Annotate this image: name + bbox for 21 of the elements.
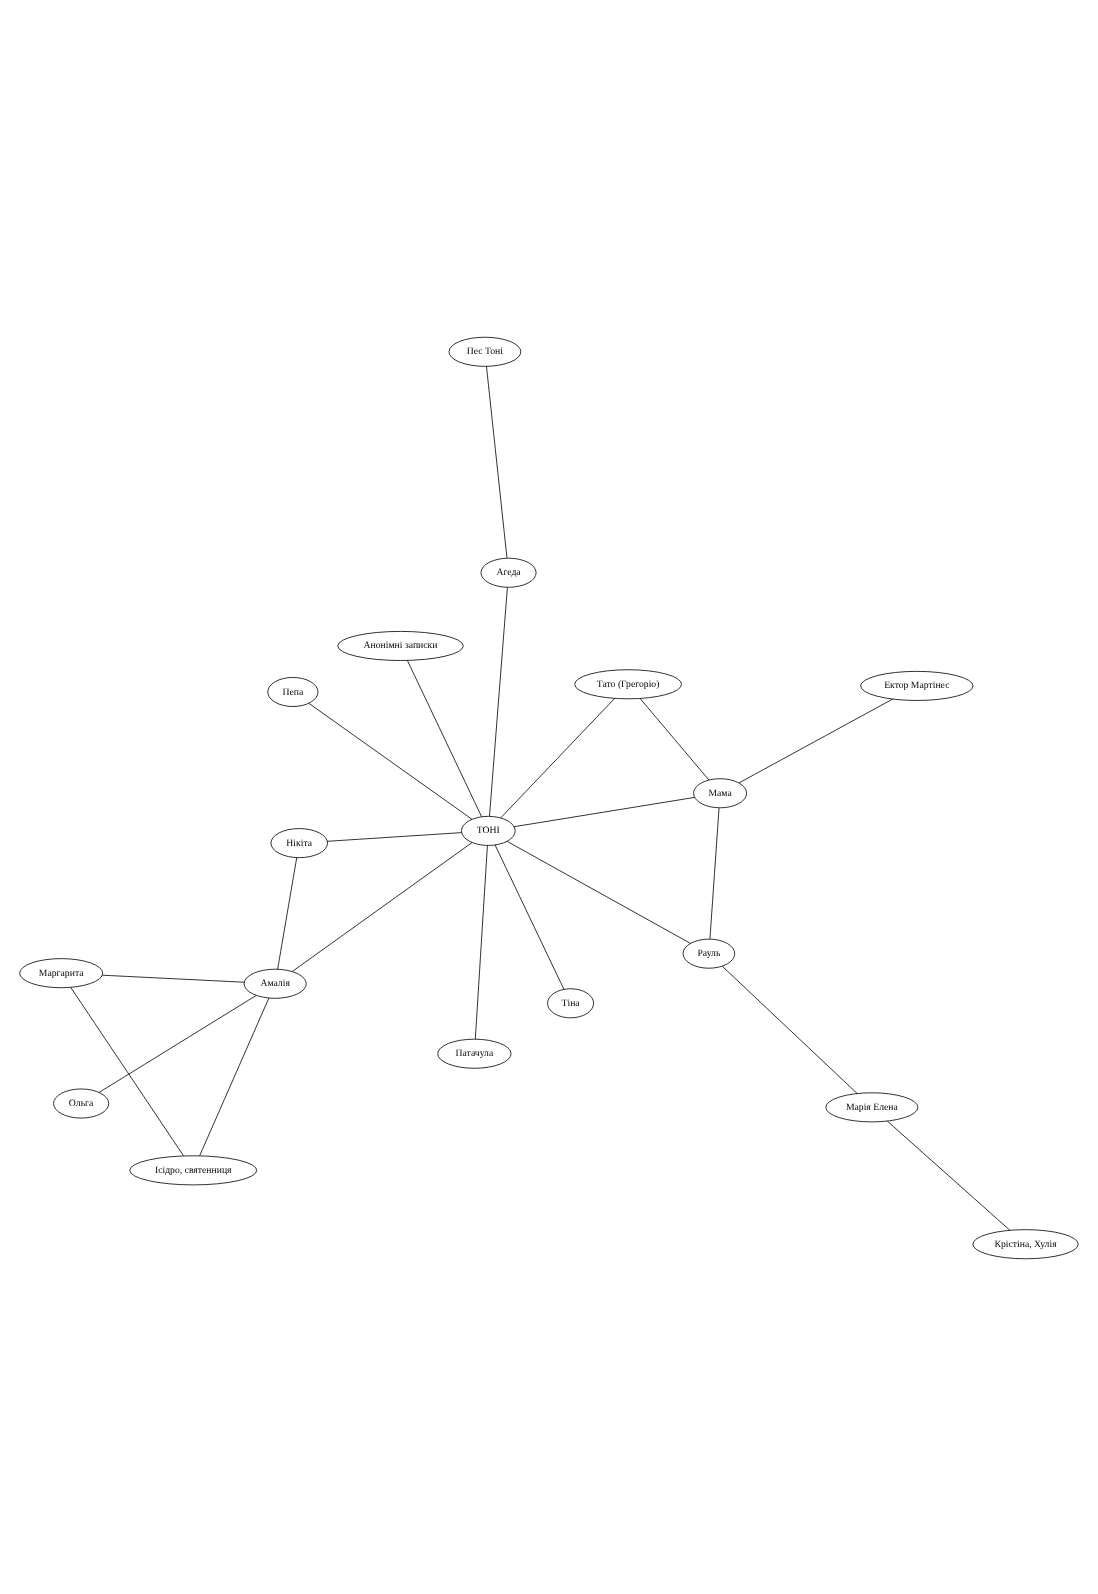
connector xyxy=(98,994,257,1092)
connector xyxy=(500,697,615,818)
connector xyxy=(887,1119,1011,1230)
connector xyxy=(277,856,298,969)
connector xyxy=(199,996,270,1156)
connector xyxy=(486,365,508,558)
connector xyxy=(709,806,720,939)
connector xyxy=(291,841,473,971)
connector xyxy=(506,839,691,943)
connector xyxy=(639,697,710,780)
connector xyxy=(326,831,462,841)
connector xyxy=(308,702,473,819)
connector xyxy=(494,843,565,989)
connector xyxy=(407,659,482,817)
connector xyxy=(489,586,508,816)
connector xyxy=(70,985,184,1156)
connector xyxy=(738,697,894,783)
connector xyxy=(474,844,488,1039)
connector xyxy=(102,973,245,982)
connector xyxy=(721,964,858,1093)
connector xyxy=(513,796,695,827)
